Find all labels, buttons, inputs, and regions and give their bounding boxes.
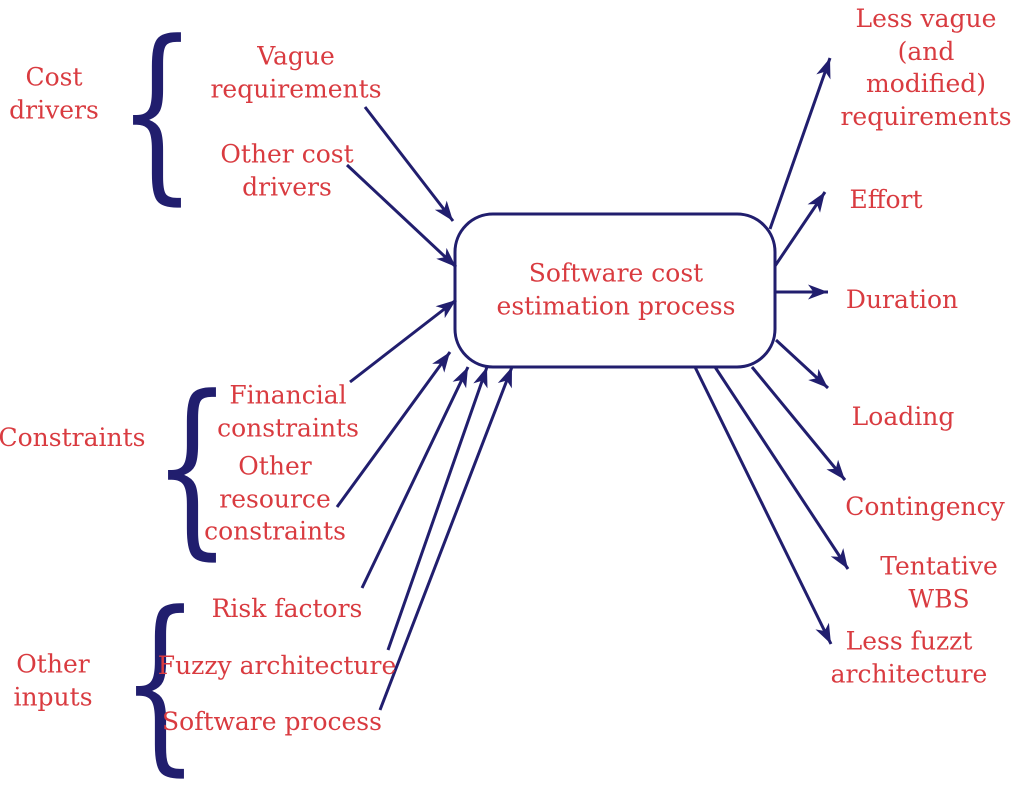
output-label-loading: Loading (851, 401, 955, 431)
group-label-cost-drivers: Cost drivers (9, 62, 99, 125)
process-box-label: Software cost estimation process (496, 258, 736, 321)
input-label-other-cost-drivers: Other cost drivers (220, 139, 354, 202)
arrow-other-cost-drivers-to-process (345, 163, 458, 269)
input-label-vague-requirements: Vague requirements (210, 41, 382, 104)
arrow-financial-constraints-to-process (349, 298, 457, 384)
output-label-duration: Duration (845, 284, 959, 314)
cost-drivers-brace: { (117, 0, 197, 223)
other-inputs-brace: { (120, 571, 200, 794)
group-label-constraints: Constraints (0, 422, 146, 452)
input-label-software-process: Software process (162, 706, 382, 736)
input-label-risk-factors: Risk factors (211, 593, 363, 623)
arrow-other-resource-constraints-to-process (335, 351, 452, 508)
output-label-contingency: Contingency (845, 491, 1005, 521)
arrow-process-to-effort (773, 191, 827, 267)
constraints-brace: { (152, 355, 232, 578)
input-label-financial-constraints: Financial constraints (217, 380, 359, 443)
arrow-software-process-to-process (378, 366, 514, 711)
output-label-less-vague-requirements: Less vague (and modified) requirements (840, 4, 1012, 131)
output-label-tentative-wbs: Tentative WBS (880, 551, 998, 614)
group-label-other-inputs: Other inputs (13, 649, 93, 712)
output-label-effort: Effort (849, 184, 923, 214)
arrow-process-to-less-fuzzt-architecture (693, 366, 833, 645)
arrow-risk-factors-to-process (360, 366, 470, 589)
output-label-less-fuzzt-architecture: Less fuzzt architecture (830, 626, 988, 689)
input-label-other-resource-constraints: Other resource constraints (204, 451, 346, 546)
input-label-fuzzy-architecture: Fuzzy architecture (157, 650, 397, 680)
arrow-process-to-less-vague-requirements (768, 57, 832, 230)
arrow-process-to-contingency (750, 366, 847, 481)
arrow-vague-requirements-to-process (363, 106, 455, 222)
arrow-process-to-tentative-wbs (713, 366, 850, 570)
arrow-fuzzy-architecture-to-process (386, 366, 489, 651)
arrow-process-to-loading (774, 338, 830, 390)
